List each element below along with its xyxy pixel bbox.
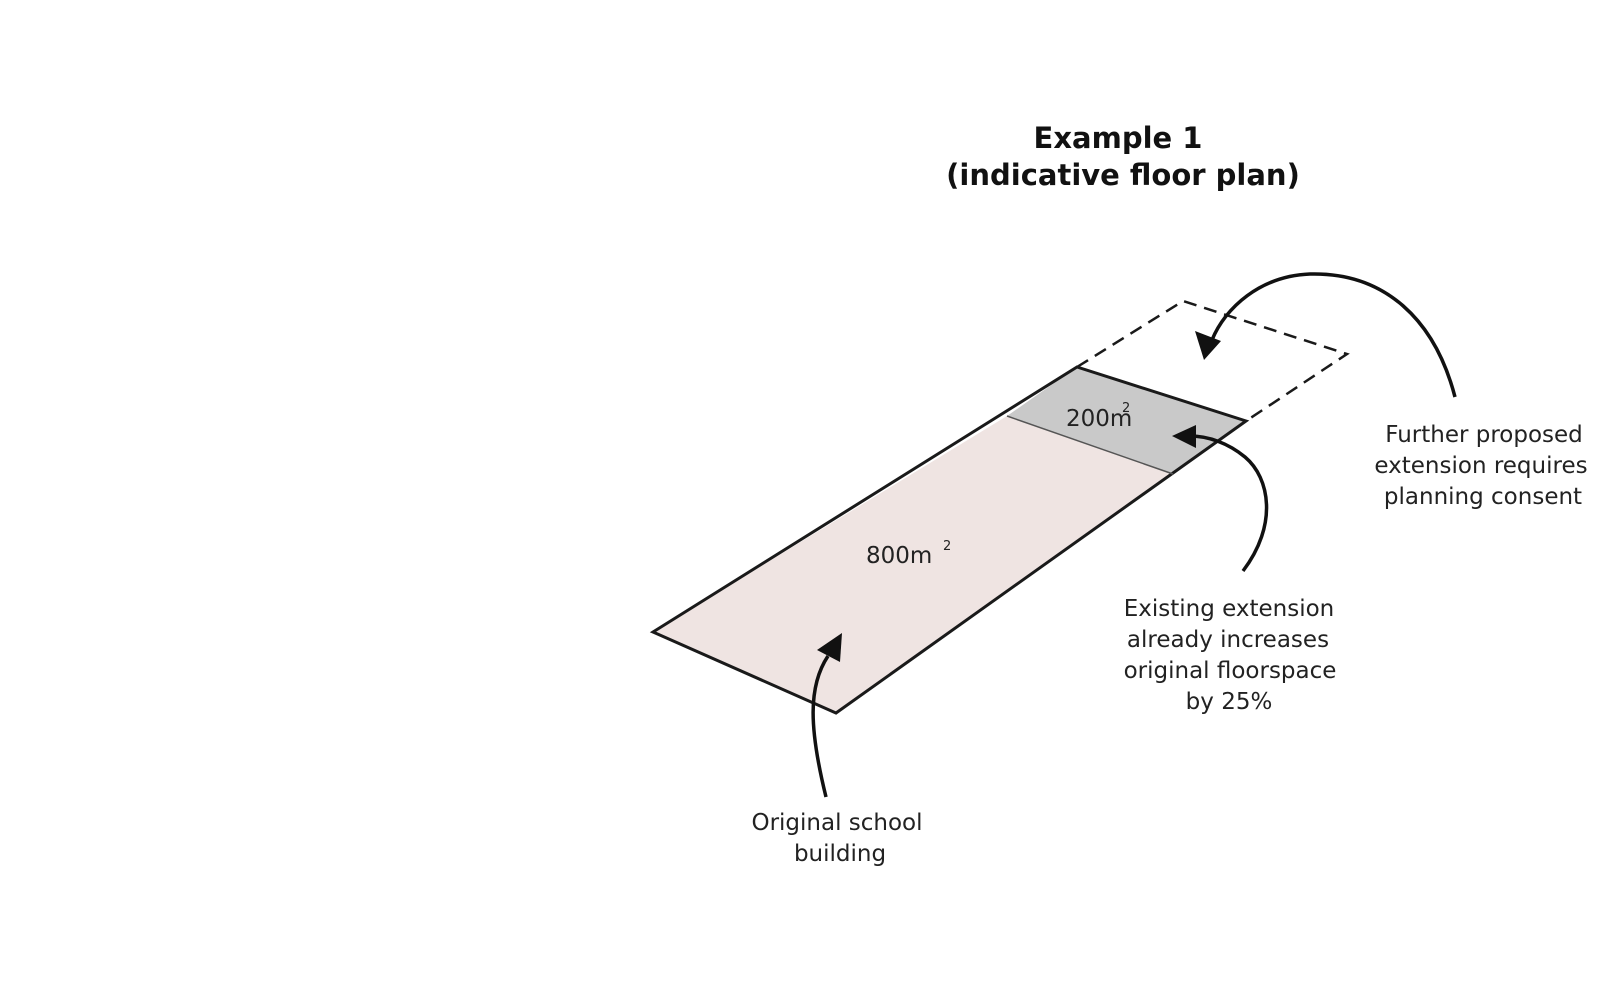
original-area-value: 800m [866, 543, 932, 569]
original-building-arrow [811, 633, 842, 798]
original-building-area [653, 416, 1173, 713]
extension-divider-line [1006, 415, 1174, 475]
proposed-extension-arrow [1195, 272, 1457, 398]
existing-callout-line-1: Existing extension [1124, 596, 1335, 622]
extension-area-value: 200m [1066, 406, 1132, 432]
original-callout-line-2: building [794, 841, 886, 867]
proposed-extension-callout: Further proposed extension requires plan… [1374, 422, 1587, 510]
existing-extension-area [1007, 367, 1246, 474]
original-callout-line-1: Original school [751, 810, 922, 836]
extension-area-unit-exponent: 2 [1122, 401, 1130, 416]
proposed-callout-line-2: extension requires [1374, 453, 1587, 479]
original-area-label: 800m 2 [866, 539, 951, 569]
title-line-2: (indicative floor plan) [946, 158, 1300, 192]
original-building-callout: Original school building [751, 810, 922, 867]
existing-callout-line-3: original floorspace [1124, 658, 1337, 684]
existing-callout-line-2: already increases [1127, 627, 1329, 653]
title-line-1: Example 1 [1034, 121, 1203, 155]
existing-extension-arrow [1172, 425, 1269, 573]
extension-area-label: 200m 2 [1066, 401, 1132, 432]
diagram-title: Example 1 (indicative floor plan) [946, 121, 1300, 192]
proposed-extension-outline [1076, 299, 1350, 423]
building-outline [649, 365, 1250, 715]
proposed-callout-line-3: planning consent [1384, 484, 1582, 510]
original-area-unit-exponent: 2 [943, 539, 951, 554]
proposed-callout-line-1: Further proposed [1385, 422, 1583, 448]
existing-callout-line-4: by 25% [1186, 689, 1273, 715]
existing-extension-callout: Existing extension already increases ori… [1124, 596, 1337, 715]
